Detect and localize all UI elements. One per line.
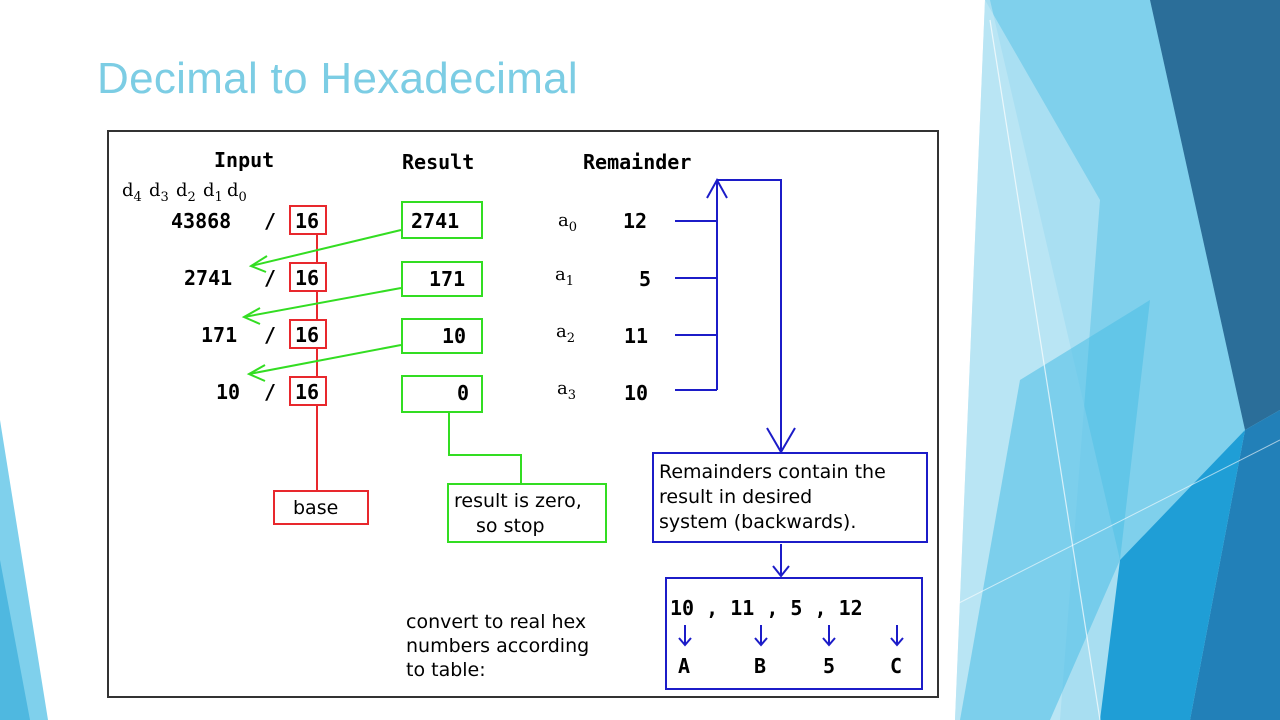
dividend: 43868 [171,209,231,233]
stop-note-box [447,483,607,543]
result-value: 171 [429,267,465,291]
base-label-box [273,490,369,525]
digit-label: d4 [122,180,142,205]
hex-digit: 5 [823,654,835,678]
operator: / [264,380,276,404]
operator: / [264,323,276,347]
remainder-value: 5 [639,267,651,291]
hex-digit: C [890,654,902,678]
operator: / [264,209,276,233]
digit-label: d2 [176,180,196,205]
remainders-note-line: result in desired [659,486,812,508]
coefficient: a3 [557,378,576,403]
result-value: 0 [457,381,469,405]
remainder-value: 10 [624,381,648,405]
result-value: 10 [442,324,466,348]
hex-sequence: 10 , 11 , 5 , 12 [670,596,863,620]
coefficient: a2 [556,321,575,346]
coefficient: a0 [558,210,577,235]
stop-note-line: so stop [476,515,545,537]
base-value: 16 [295,209,319,233]
stop-connector [448,412,522,484]
convert-note-line: to table: [406,659,486,681]
header-remainder: Remainder [583,150,691,174]
base-box [289,319,327,349]
remainders-note-box [652,452,928,543]
hex-arrows [678,625,904,647]
hex-result-box [665,577,923,690]
stop-note-line: result is zero, [454,490,582,512]
digit-label: d0 [227,180,247,205]
result-box [401,375,483,413]
base-label: base [293,497,338,519]
remainder-bracket [675,177,796,578]
remainders-note-line: system (backwards). [659,511,856,533]
dividend: 10 [216,380,240,404]
header-result: Result [402,150,474,174]
base-value: 16 [295,323,319,347]
dividend: 171 [201,323,237,347]
hex-digit: B [754,654,766,678]
remainder-value: 12 [623,209,647,233]
dividend: 2741 [184,266,232,290]
carry-arrows [241,229,402,382]
base-value: 16 [295,266,319,290]
convert-note-line: convert to real hex [406,611,586,633]
base-value: 16 [295,380,319,404]
coefficient: a1 [555,264,574,289]
base-box [289,205,327,235]
conversion-diagram: Input Result Remainder d4 d3 d2 d1 d0 43… [107,130,939,698]
digit-label: d1 [203,180,223,205]
digit-label: d3 [149,180,169,205]
result-box [401,201,483,239]
convert-note-line: numbers according [406,635,589,657]
base-box [289,262,327,292]
result-box [401,318,483,354]
hex-digit: A [678,654,690,678]
base-box [289,376,327,406]
operator: / [264,266,276,290]
remainders-note-line: Remainders contain the [659,461,886,483]
result-value: 2741 [411,209,459,233]
slide-title: Decimal to Hexadecimal [97,54,578,103]
digit-labels: d4 d3 d2 d1 d0 [122,180,247,205]
remainder-value: 11 [624,324,648,348]
result-box [401,261,483,297]
header-input: Input [214,148,274,172]
